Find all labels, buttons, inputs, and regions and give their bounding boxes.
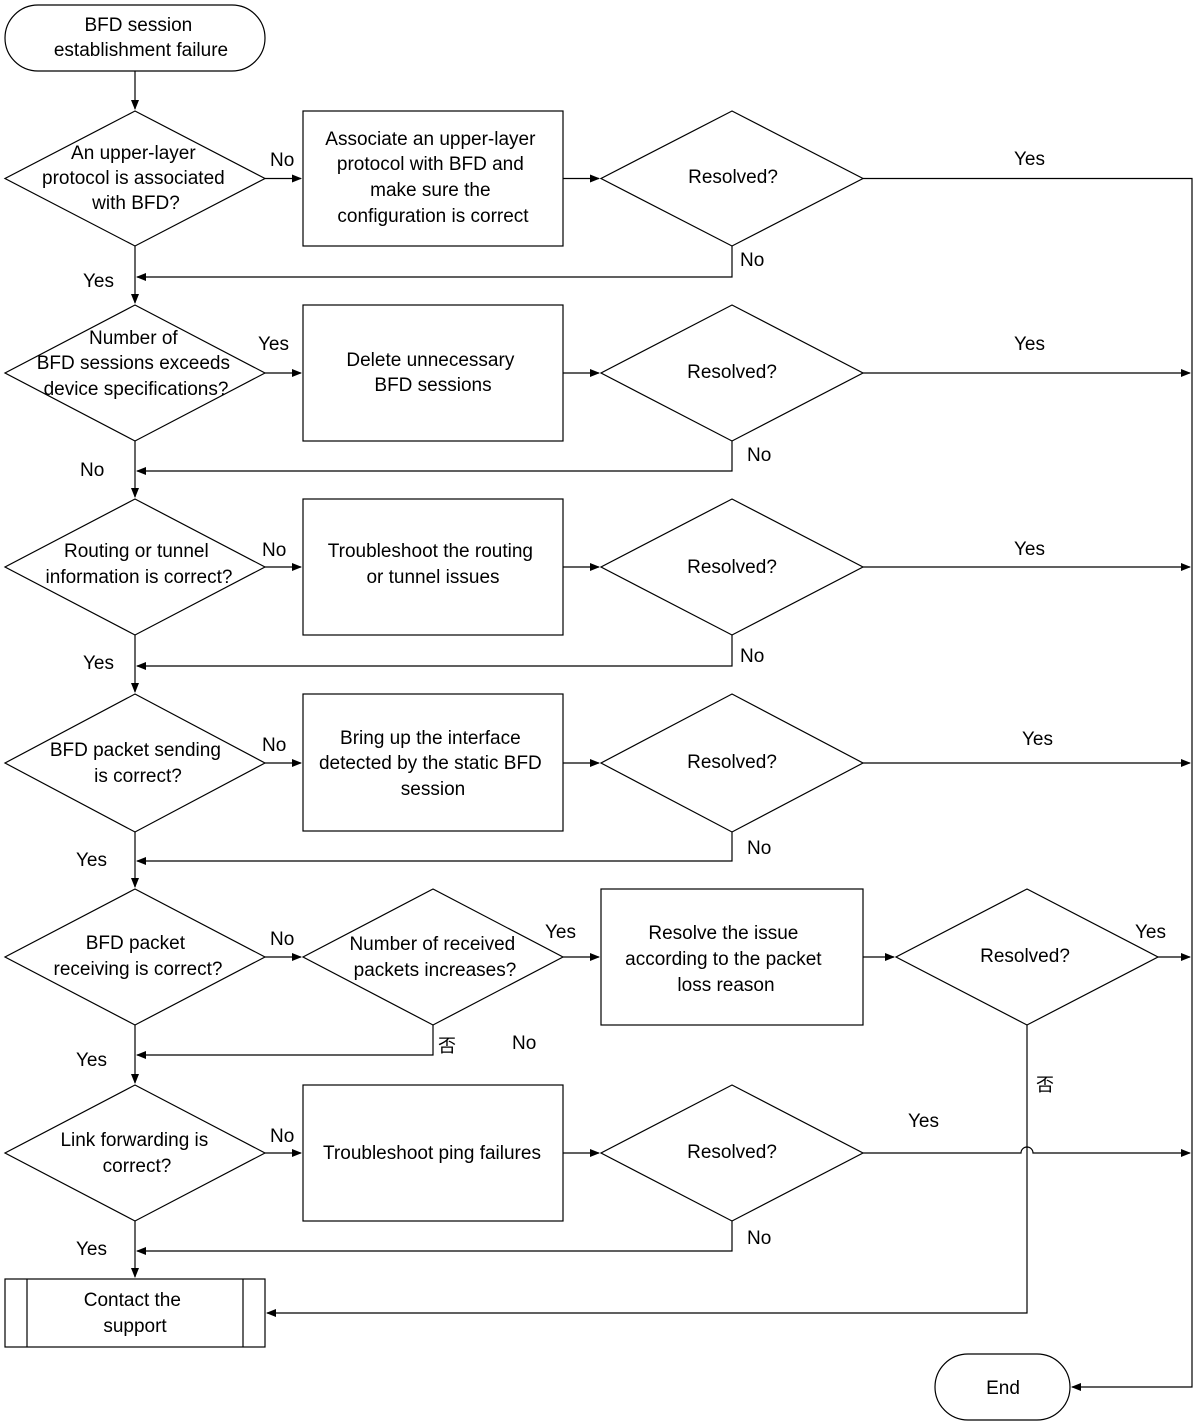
- action-bring-up-interface: [302, 693, 564, 832]
- check4-branch-label: No: [262, 735, 286, 756]
- support-label: Contact the support: [84, 1290, 186, 1337]
- edge-resolved1-yes-to-end: [863, 177, 1193, 1391]
- resolved6-no-label: No: [747, 1228, 771, 1249]
- resolved2-yes-label: Yes: [1014, 334, 1045, 355]
- check6-continue-label: Yes: [76, 1239, 107, 1260]
- decision-packet-receiving: [3, 888, 267, 1026]
- decision-packet-receiving-label: BFD packet receiving is correct?: [54, 933, 223, 980]
- subcheck-no-label: No: [512, 1033, 536, 1054]
- resolved4-no-label: No: [747, 838, 771, 859]
- edge-resolved3-no: [136, 635, 733, 670]
- edge-resolved6-no: [136, 1221, 733, 1255]
- check3-branch-label: No: [262, 540, 286, 561]
- resolved3-no-label: No: [740, 646, 764, 667]
- resolved1-no-label: No: [740, 250, 764, 271]
- action-associate-protocol-label: Associate an upper-layer protocol with B…: [325, 129, 540, 227]
- subcheck-no-cn-label: 否: [438, 1036, 456, 1057]
- resolved4-yes-label: Yes: [1022, 729, 1053, 750]
- support-process: [4, 1278, 266, 1348]
- decision-upper-layer-protocol-label: An upper-layer protocol is associated wi…: [42, 143, 230, 214]
- action-troubleshoot-ping: [302, 1084, 564, 1222]
- action-bring-up-interface-label: Bring up the interface detected by the s…: [319, 728, 547, 800]
- decision-packet-sending-label: BFD packet sending is correct?: [50, 740, 226, 787]
- resolved-label-1: Resolved?: [688, 167, 778, 188]
- check2-branch-label: Yes: [258, 334, 289, 355]
- check4-continue-label: Yes: [76, 850, 107, 871]
- check5-continue-label: Yes: [76, 1050, 107, 1071]
- resolved6-yes-label: Yes: [908, 1111, 939, 1132]
- resolved5-yes-label: Yes: [1135, 922, 1166, 943]
- resolved2-no-label: No: [747, 445, 771, 466]
- resolved-label-2: Resolved?: [687, 362, 777, 383]
- resolved3-yes-label: Yes: [1014, 539, 1045, 560]
- resolved-label-6: Resolved?: [687, 1142, 777, 1163]
- action-troubleshoot-ping-label: Troubleshoot ping failures: [323, 1143, 541, 1164]
- decision-session-count-label: Number of BFD sessions exceeds device sp…: [37, 328, 236, 400]
- check2-continue-label: No: [80, 460, 104, 481]
- check3-continue-label: Yes: [83, 653, 114, 674]
- check6-branch-label: No: [270, 1126, 294, 1147]
- check1-branch-label: No: [270, 150, 294, 171]
- edge-resolved1-no: [136, 246, 733, 281]
- check1-continue-label: Yes: [83, 271, 114, 292]
- resolved-label-5: Resolved?: [980, 946, 1070, 967]
- action-delete-sessions-label: Delete unnecessary BFD sessions: [346, 350, 519, 396]
- resolved5-no-cn-label: 否: [1036, 1075, 1054, 1096]
- check5-branch-label: No: [270, 929, 294, 950]
- edge-resolved4-no: [136, 832, 733, 865]
- resolved1-yes-label: Yes: [1014, 149, 1045, 170]
- action-troubleshoot-routing-label: Troubleshoot the routing or tunnel issue…: [328, 541, 539, 588]
- end-terminator: [934, 1353, 1071, 1421]
- edge-resolved5-no-to-support: [266, 1025, 1028, 1317]
- decision-link-forwarding: [3, 1084, 267, 1222]
- action-resolve-packet-loss-label: Resolve the issue according to the packe…: [625, 923, 827, 996]
- edge-resolved2-no: [136, 441, 733, 475]
- decision-link-forwarding-label: Link forwarding is correct?: [60, 1130, 213, 1177]
- decision-packet-sending: [3, 693, 267, 833]
- start-label: BFD session establishment failure: [54, 15, 228, 61]
- resolved-label-3: Resolved?: [687, 557, 777, 578]
- decision-received-packets-increase: [301, 888, 565, 1026]
- end-label: End: [986, 1378, 1020, 1399]
- decision-received-packets-increase-label: Number of received packets increases?: [349, 934, 520, 981]
- resolved-label-4: Resolved?: [687, 752, 777, 773]
- subcheck-yes-label: Yes: [545, 922, 576, 943]
- decision-routing-tunnel-label: Routing or tunnel information is correct…: [46, 541, 233, 588]
- edge-subcheck-no: [136, 1025, 434, 1059]
- action-delete-sessions: [302, 304, 564, 442]
